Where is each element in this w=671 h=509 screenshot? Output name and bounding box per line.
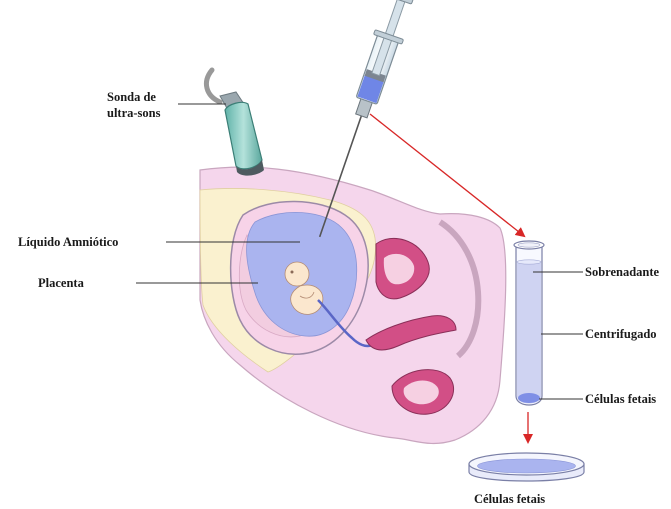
petri-dish-icon [469, 453, 584, 481]
placenta-label: Placenta [38, 276, 85, 290]
test-tube-icon [514, 241, 544, 405]
fetal-cells-dish-label: Células fetais [474, 492, 545, 506]
amniotic-fluid-label: Líquido Amniótico [18, 235, 118, 249]
probe-label-line1: Sonda de [107, 90, 156, 104]
body-cross-section [200, 167, 506, 443]
centrifuged-label: Centrifugado [585, 327, 657, 341]
supernatant-label: Sobrenadante [585, 265, 660, 279]
fetal-cells-tube-label: Células fetais [585, 392, 656, 406]
probe-label-line2: ultra-sons [107, 106, 161, 120]
ultrasound-probe-icon [206, 70, 264, 176]
